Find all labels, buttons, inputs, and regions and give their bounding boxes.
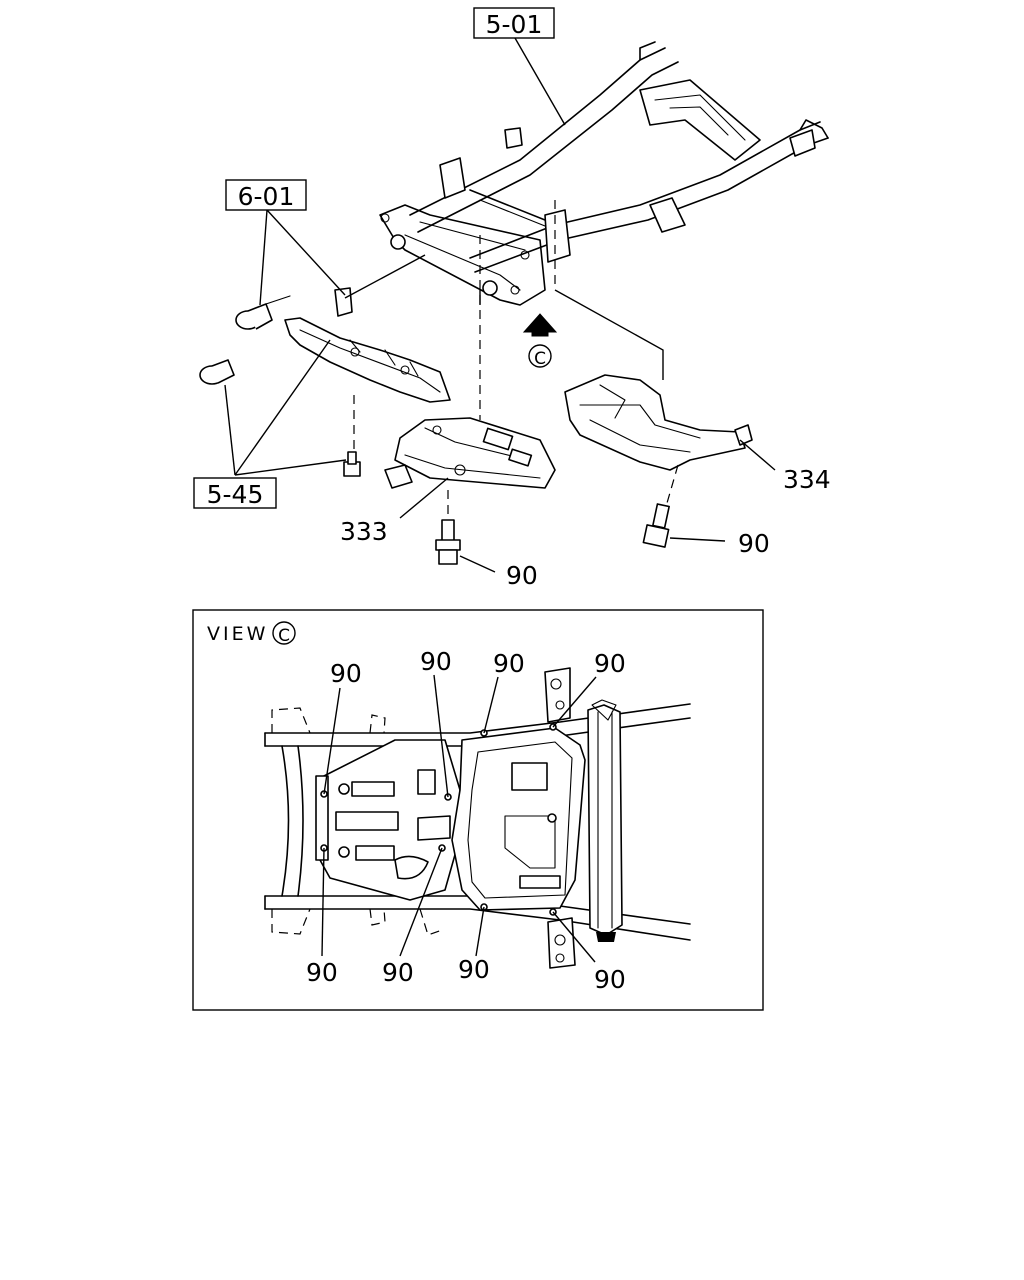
view-c-bolt-label: 90: [493, 649, 525, 678]
front-bolt-number: 90: [506, 561, 538, 590]
chassis-frame: [409, 41, 829, 273]
front-cross-member: [379, 204, 546, 306]
cab-mount-rubber-top: [235, 295, 291, 330]
rear-bolt-number: 90: [738, 529, 770, 558]
frame-ref-label: 5-01: [486, 10, 543, 39]
rear-skid-plate: [564, 374, 753, 471]
view-c-bolt-labels: 90 90 90 90 90 90 90 90: [306, 647, 626, 994]
view-c-rear-plate: [451, 727, 586, 911]
bracket-ref-box: [193, 477, 277, 509]
cab-mount-ref-label: 6-01: [238, 182, 295, 211]
view-c-mark: C: [278, 626, 290, 646]
view-c-bolt-label: 90: [458, 955, 490, 984]
view-c-bolt-label: 90: [594, 965, 626, 994]
rear-plate-bolt: [642, 464, 679, 548]
view-arrow-mark: C: [534, 349, 546, 369]
bracket-ref-label: 5-45: [207, 480, 264, 509]
view-c-title: VIEW: [207, 623, 268, 645]
rear-plate-number: 334: [783, 465, 831, 494]
bracket-bolt: [343, 395, 361, 477]
front-plate-number: 333: [340, 517, 388, 546]
leader-lines: [224, 37, 776, 573]
front-plate-bolt: [435, 490, 461, 565]
view-direction-arrow: [522, 313, 558, 368]
view-c-frame: [192, 609, 764, 1011]
view-c-bolt-label: 90: [420, 647, 452, 676]
view-c-bolt-label: 90: [594, 649, 626, 678]
cab-mount-bracket: [284, 287, 451, 403]
view-c-leader-lines: [321, 674, 597, 963]
cab-mount-rubber-bottom: [199, 359, 235, 385]
view-c-cross-member: [544, 667, 623, 969]
view-c-bolt-label: 90: [306, 958, 338, 987]
view-c-front-plate: [315, 739, 463, 901]
front-skid-plate: [384, 417, 556, 489]
frame-ref-box: [473, 7, 555, 39]
view-c-bolt-label: 90: [330, 659, 362, 688]
view-c-mark-circle: [272, 621, 296, 645]
cab-mount-ref-box: [225, 179, 307, 211]
view-c-bolt-label: 90: [382, 958, 414, 987]
